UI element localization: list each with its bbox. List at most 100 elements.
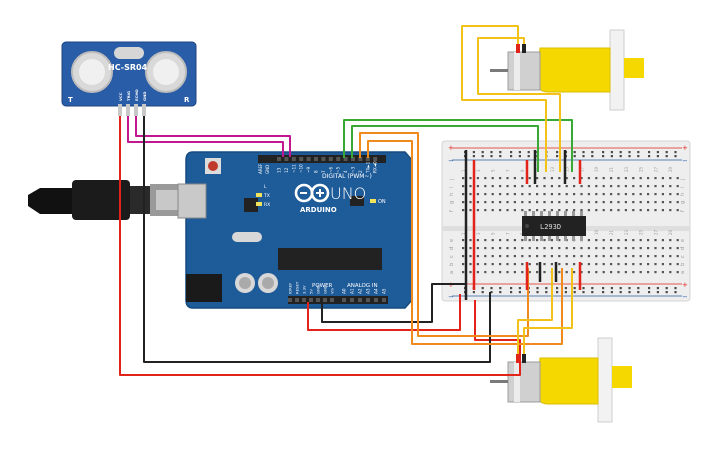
breadboard-hole[interactable] bbox=[491, 201, 494, 204]
breadboard-hole[interactable] bbox=[564, 287, 567, 290]
breadboard-hole[interactable] bbox=[499, 201, 502, 204]
breadboard-hole[interactable] bbox=[565, 209, 568, 212]
dc-motor-bottom[interactable] bbox=[490, 337, 632, 423]
breadboard-hole[interactable] bbox=[565, 263, 568, 266]
breadboard-hole[interactable] bbox=[513, 185, 516, 188]
breadboard-hole[interactable] bbox=[476, 239, 479, 242]
breadboard-hole[interactable] bbox=[676, 271, 679, 274]
digital-pin-header[interactable] bbox=[373, 157, 378, 161]
breadboard-hole[interactable] bbox=[543, 271, 546, 274]
breadboard-hole[interactable] bbox=[610, 201, 613, 204]
breadboard-hole[interactable] bbox=[610, 239, 613, 242]
breadboard-hole[interactable] bbox=[632, 239, 635, 242]
breadboard-hole[interactable] bbox=[550, 239, 553, 242]
breadboard-hole[interactable] bbox=[499, 177, 502, 180]
breadboard-hole[interactable] bbox=[550, 185, 553, 188]
breadboard-hole[interactable] bbox=[582, 291, 585, 294]
power-pin-header[interactable] bbox=[309, 298, 313, 302]
arduino-board[interactable]: UNO ARDUINO DIGITAL (PWM~) POWER ANALOG … bbox=[177, 151, 413, 309]
breadboard-hole[interactable] bbox=[484, 209, 487, 212]
breadboard-hole[interactable] bbox=[545, 287, 548, 290]
breadboard-hole[interactable] bbox=[528, 271, 531, 274]
breadboard-hole[interactable] bbox=[564, 291, 567, 294]
breadboard-hole[interactable] bbox=[595, 193, 598, 196]
digital-pin-header[interactable] bbox=[328, 157, 333, 161]
breadboard-hole[interactable] bbox=[647, 193, 650, 196]
breadboard-hole[interactable] bbox=[506, 177, 509, 180]
breadboard-hole[interactable] bbox=[556, 287, 559, 290]
breadboard-hole[interactable] bbox=[610, 287, 613, 290]
breadboard-hole[interactable] bbox=[565, 185, 568, 188]
breadboard-hole[interactable] bbox=[648, 291, 651, 294]
breadboard-hole[interactable] bbox=[648, 151, 651, 154]
breadboard-hole[interactable] bbox=[580, 177, 583, 180]
breadboard-hole[interactable] bbox=[617, 271, 620, 274]
breadboard-hole[interactable] bbox=[469, 185, 472, 188]
digital-pin-header[interactable] bbox=[299, 157, 304, 161]
breadboard-hole[interactable] bbox=[676, 239, 679, 242]
breadboard-hole[interactable] bbox=[674, 155, 677, 158]
breadboard-hole[interactable] bbox=[528, 185, 531, 188]
breadboard-hole[interactable] bbox=[521, 239, 524, 242]
breadboard-hole[interactable] bbox=[506, 247, 509, 250]
breadboard-hole[interactable] bbox=[543, 185, 546, 188]
breadboard-hole[interactable] bbox=[674, 151, 677, 154]
breadboard-hole[interactable] bbox=[676, 209, 679, 212]
breadboard-hole[interactable] bbox=[676, 193, 679, 196]
breadboard-hole[interactable] bbox=[481, 287, 484, 290]
breadboard-hole[interactable] bbox=[661, 185, 664, 188]
breadboard-hole[interactable] bbox=[499, 185, 502, 188]
breadboard-hole[interactable] bbox=[536, 263, 539, 266]
digital-pin-header[interactable] bbox=[314, 157, 318, 161]
breadboard-hole[interactable] bbox=[484, 239, 487, 242]
breadboard-hole[interactable] bbox=[665, 151, 668, 154]
breadboard-hole[interactable] bbox=[587, 177, 590, 180]
breadboard-hole[interactable] bbox=[536, 185, 539, 188]
breadboard-hole[interactable] bbox=[558, 271, 561, 274]
breadboard-hole[interactable] bbox=[580, 247, 583, 250]
breadboard-hole[interactable] bbox=[462, 239, 465, 242]
breadboard-hole[interactable] bbox=[595, 271, 598, 274]
breadboard-hole[interactable] bbox=[462, 255, 465, 258]
breadboard-hole[interactable] bbox=[573, 201, 576, 204]
breadboard-hole[interactable] bbox=[481, 155, 484, 158]
breadboard-hole[interactable] bbox=[543, 209, 546, 212]
digital-pin-header[interactable] bbox=[336, 157, 341, 161]
breadboard-hole[interactable] bbox=[558, 185, 561, 188]
breadboard-hole[interactable] bbox=[513, 255, 516, 258]
breadboard-hole[interactable] bbox=[573, 291, 576, 294]
breadboard-hole[interactable] bbox=[536, 177, 539, 180]
breadboard-hole[interactable] bbox=[610, 263, 613, 266]
breadboard-hole[interactable] bbox=[647, 239, 650, 242]
breadboard-hole[interactable] bbox=[536, 193, 539, 196]
digital-pin-header[interactable] bbox=[365, 157, 370, 161]
breadboard-hole[interactable] bbox=[595, 263, 598, 266]
breadboard-hole[interactable] bbox=[669, 209, 672, 212]
breadboard-hole[interactable] bbox=[469, 193, 472, 196]
breadboard-hole[interactable] bbox=[617, 201, 620, 204]
breadboard-hole[interactable] bbox=[637, 151, 640, 154]
breadboard-hole[interactable] bbox=[647, 177, 650, 180]
breadboard-hole[interactable] bbox=[543, 263, 546, 266]
breadboard-hole[interactable] bbox=[528, 239, 531, 242]
breadboard-hole[interactable] bbox=[595, 247, 598, 250]
breadboard-hole[interactable] bbox=[654, 185, 657, 188]
breadboard-hole[interactable] bbox=[610, 193, 613, 196]
breadboard-hole[interactable] bbox=[573, 185, 576, 188]
breadboard-hole[interactable] bbox=[602, 247, 605, 250]
breadboard-hole[interactable] bbox=[595, 177, 598, 180]
breadboard-hole[interactable] bbox=[518, 151, 521, 154]
breadboard-hole[interactable] bbox=[619, 291, 622, 294]
breadboard-hole[interactable] bbox=[476, 247, 479, 250]
breadboard-hole[interactable] bbox=[506, 201, 509, 204]
breadboard-hole[interactable] bbox=[610, 291, 613, 294]
breadboard-hole[interactable] bbox=[527, 155, 530, 158]
breadboard-hole[interactable] bbox=[491, 263, 494, 266]
breadboard-hole[interactable] bbox=[476, 177, 479, 180]
breadboard-hole[interactable] bbox=[565, 201, 568, 204]
breadboard-hole[interactable] bbox=[556, 151, 559, 154]
breadboard-hole[interactable] bbox=[528, 255, 531, 258]
breadboard-hole[interactable] bbox=[580, 185, 583, 188]
digital-pin-header[interactable] bbox=[284, 157, 289, 161]
breadboard-hole[interactable] bbox=[617, 247, 620, 250]
